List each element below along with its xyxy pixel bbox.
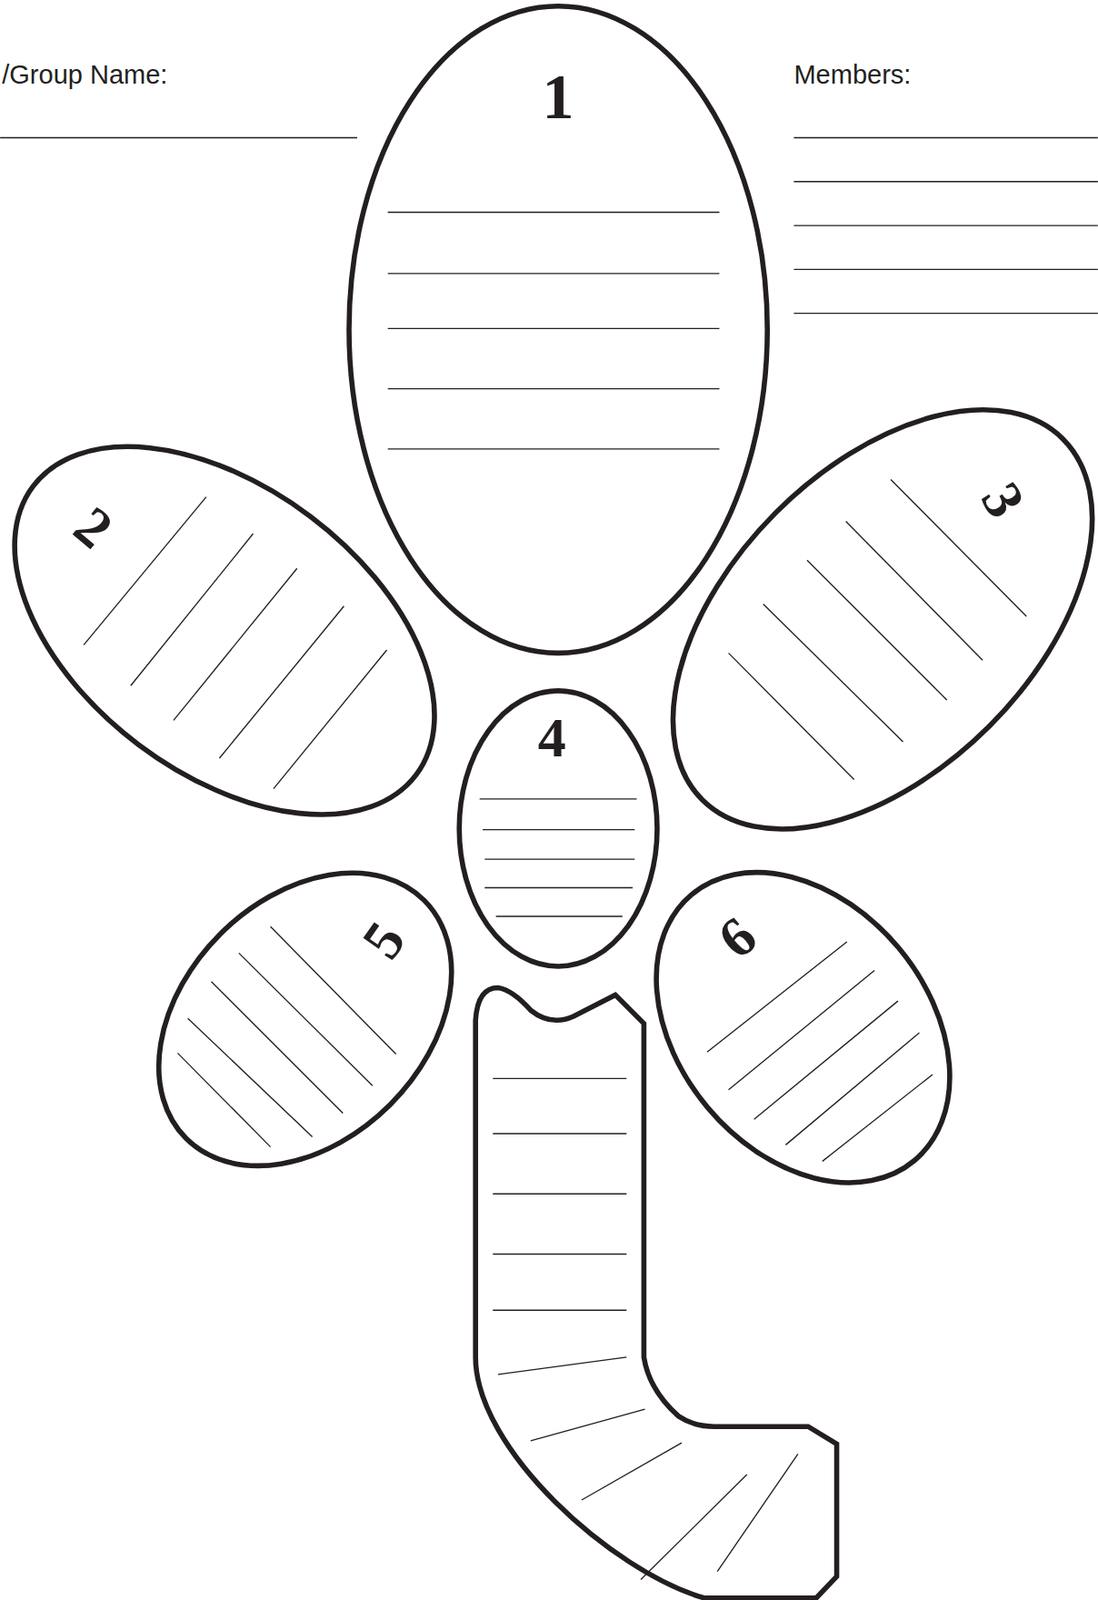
outline-shape bbox=[822, 1074, 933, 1161]
petal-number: 2 bbox=[64, 497, 123, 559]
petal-outlines bbox=[0, 6, 1098, 1598]
outline-shape bbox=[793, 269, 1098, 270]
outline-shape bbox=[728, 652, 855, 779]
outline-shape bbox=[717, 1453, 799, 1571]
outline-shape bbox=[388, 211, 720, 213]
outline-shape bbox=[349, 6, 768, 654]
outline-shape bbox=[728, 969, 876, 1089]
petal-number: 4 bbox=[538, 708, 567, 766]
outline-shape bbox=[484, 887, 633, 889]
outline-shape bbox=[707, 941, 848, 1052]
outline-shape bbox=[596, 814, 1010, 1240]
outline-shape bbox=[188, 1018, 313, 1137]
outline-shape bbox=[807, 559, 948, 700]
outline-shape bbox=[793, 312, 1098, 314]
outline-shape bbox=[100, 815, 510, 1224]
outline-shape bbox=[482, 828, 635, 830]
outline-shape bbox=[595, 331, 1098, 907]
outline-shape bbox=[492, 1193, 627, 1195]
flower-petal: 2 bbox=[8, 439, 442, 822]
outline-shape bbox=[459, 690, 658, 967]
outline-shape bbox=[846, 521, 983, 661]
members-label: Members: bbox=[793, 60, 911, 90]
outline-shape bbox=[763, 603, 904, 742]
outline-shape bbox=[793, 137, 1098, 139]
outline-shape bbox=[793, 224, 1098, 226]
outline-shape bbox=[785, 1032, 919, 1145]
outline-shape bbox=[0, 371, 502, 889]
outline-shape bbox=[581, 1442, 682, 1500]
outline-shape bbox=[177, 1052, 270, 1147]
stem-outline bbox=[475, 988, 837, 1598]
outline-shape bbox=[492, 1309, 627, 1311]
flower-petal: 4 bbox=[456, 689, 661, 966]
flower-petal: 3 bbox=[683, 415, 1087, 824]
outline-shape bbox=[479, 798, 638, 799]
outline-shape bbox=[484, 858, 635, 859]
outline-shape bbox=[388, 328, 720, 330]
outline-shape bbox=[239, 952, 373, 1086]
outline-shape bbox=[530, 1408, 646, 1441]
outline-shape bbox=[492, 1253, 627, 1255]
outline-shape bbox=[754, 1000, 899, 1119]
petal-number: 5 bbox=[352, 911, 416, 968]
outline-shape bbox=[492, 1132, 627, 1134]
outline-shape bbox=[273, 649, 388, 789]
outline-shape bbox=[173, 568, 298, 720]
petal-number: 1 bbox=[542, 65, 575, 130]
flower-petal: 6 bbox=[660, 872, 947, 1184]
petal-number: 6 bbox=[708, 906, 767, 968]
outline-shape bbox=[219, 606, 344, 759]
outline-shape bbox=[130, 533, 254, 686]
outline-shape bbox=[793, 180, 1098, 182]
write-lines bbox=[0, 138, 1098, 1580]
flower-petal: 1 bbox=[349, 6, 768, 654]
outline-shape bbox=[388, 448, 720, 450]
petal-number: 3 bbox=[971, 473, 1035, 527]
outline-shape bbox=[388, 272, 720, 274]
group-name-label: /Group Name: bbox=[1, 60, 168, 90]
outline-shape bbox=[498, 1357, 627, 1375]
outline-shape bbox=[210, 981, 343, 1114]
outline-shape bbox=[496, 915, 623, 917]
outline-shape bbox=[0, 137, 358, 139]
outline-shape bbox=[492, 1078, 627, 1079]
outline-shape bbox=[388, 388, 720, 390]
flower-petal: 5 bbox=[158, 872, 455, 1169]
outline-shape bbox=[640, 1474, 748, 1580]
